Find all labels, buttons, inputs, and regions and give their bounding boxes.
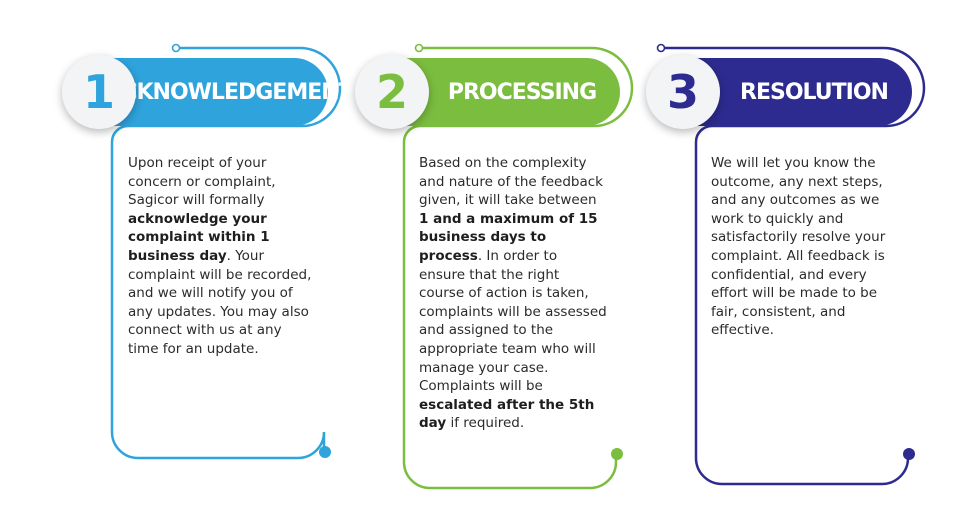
step-2-number-badge: 2 (355, 55, 429, 129)
step-1-top-ring (171, 43, 181, 53)
step-1-description: Upon receipt of your concern or complain… (128, 154, 314, 359)
step-2-top-ring (414, 43, 424, 53)
description-text: . Your complaint will be recorded, and w… (128, 247, 312, 357)
step-2-card-outline (402, 46, 634, 490)
step-1-number: 1 (82, 65, 115, 119)
step-3-end-dot (903, 448, 915, 460)
step-2-end-dot (611, 448, 623, 460)
step-2-title: PROCESSING (447, 79, 597, 105)
step-1-number-badge: 1 (62, 55, 136, 129)
step-1-end-dot (319, 446, 331, 458)
step-3-card-outline (659, 46, 926, 486)
step-2-description: Based on the complexity and nature of th… (419, 154, 607, 433)
step-3-title: RESOLUTION (740, 79, 889, 105)
step-1-title: ACKNOWLEDGEMENT (105, 79, 353, 105)
description-text: if required. (446, 415, 525, 432)
description-emphasis: escalated after the 5th day (419, 396, 595, 432)
step-3-top-ring (656, 43, 666, 53)
description-text: Upon receipt of your concern or complain… (128, 155, 276, 209)
description-emphasis: 1 and a maximum of 15 business days to p… (419, 210, 598, 264)
description-text: . In order to ensure that the right cour… (419, 247, 607, 395)
description-text: Based on the complexity and nature of th… (419, 155, 603, 209)
step-1-card-outline (110, 46, 342, 460)
step-3-number: 3 (666, 65, 699, 119)
step-3-description: We will let you know the outcome, any ne… (711, 154, 899, 340)
step-2-number: 2 (375, 65, 408, 119)
description-text: We will let you know the outcome, any ne… (711, 155, 886, 339)
step-3-number-badge: 3 (646, 55, 720, 129)
description-emphasis: acknowledge your complaint within 1 busi… (128, 210, 270, 264)
